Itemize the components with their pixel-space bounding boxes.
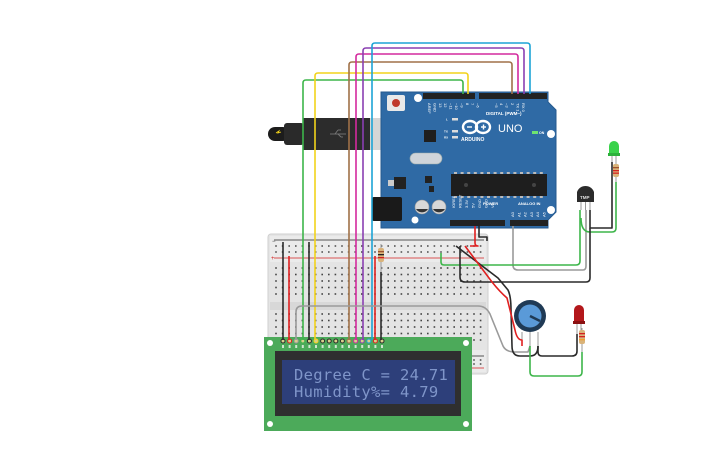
resistor-green-led[interactable] (613, 162, 619, 182)
digital-pin-label: TX 1 (515, 103, 520, 112)
power-pin-label: 5V (471, 203, 476, 208)
wire-green-led[interactable] (580, 182, 617, 233)
power-jack (372, 197, 402, 221)
sensor-label: TMP (580, 195, 590, 200)
lcd-16x2[interactable]: Degree C = 24.71 Humidity%= 4.79 (264, 337, 472, 431)
rail-plus-label: + (271, 256, 275, 262)
wire-green-pot-red-led[interactable] (529, 346, 583, 377)
red-led[interactable] (573, 305, 585, 334)
wire-magenta-d4[interactable] (355, 53, 519, 340)
digital-pin-label: 8 (465, 103, 470, 106)
power-led (532, 131, 538, 134)
digital-pin-label: GND (432, 103, 437, 112)
wire-black-sensor-gnd[interactable] (459, 228, 591, 283)
led-rx-label: RX (444, 136, 448, 140)
wire-gray-pot-lcd[interactable] (295, 305, 531, 353)
microcontroller-chip (451, 174, 547, 196)
power-pin-label: RESET (458, 194, 463, 208)
potentiometer-knob-indicator[interactable] (529, 314, 541, 323)
digital-pin-label: AREF (427, 103, 432, 114)
lcd-line-1: Degree C = 24.71 (294, 366, 448, 384)
usb-chip (424, 130, 436, 142)
crystal (409, 152, 443, 165)
digital-pin-label: ~3 (505, 103, 510, 108)
lcd-pin[interactable] (339, 338, 345, 344)
digital-pin-label: ~5 (494, 103, 499, 108)
power-header-label: POWER (483, 201, 498, 206)
analog-pin-label: A0 (510, 211, 515, 217)
lcd-pin[interactable] (320, 338, 326, 344)
power-pin-label: GND (477, 199, 482, 208)
digital-pin-label: ~10 (454, 103, 459, 111)
analog-pin-label: A5 (542, 211, 547, 217)
wires[interactable] (282, 42, 617, 377)
digital-pin-label: 2 (510, 103, 515, 106)
wire-black-gnd[interactable] (478, 226, 488, 241)
digital-pin-label: ~11 (449, 103, 454, 110)
wire-yellow-d11[interactable] (314, 72, 469, 340)
digital-pin-label: ~6 (476, 103, 481, 108)
resistor-red-led[interactable] (579, 328, 585, 352)
wire-purple-d3[interactable] (362, 47, 525, 340)
wire-cyan-d2[interactable] (371, 42, 531, 340)
wire-red-5v[interactable] (470, 226, 479, 247)
analog-pin-label: A4 (535, 211, 540, 217)
wire-gray-a0[interactable] (512, 210, 587, 271)
digital-header-left[interactable] (423, 93, 475, 99)
lcd-pin[interactable] (326, 338, 332, 344)
digital-pin-label: 7 (470, 103, 475, 106)
lcd-pin[interactable] (366, 338, 372, 344)
temperature-sensor[interactable]: TMP (577, 185, 594, 210)
lightning-icon (275, 129, 282, 134)
analog-pin-label: A2 (523, 211, 528, 217)
digital-pin-label: 13 (438, 103, 443, 108)
power-header[interactable] (450, 220, 505, 226)
analog-header-label: ANALOG IN (518, 201, 541, 206)
wire-green-d12[interactable] (302, 79, 464, 340)
potentiometer[interactable] (514, 300, 546, 346)
rail-minus-label: − (272, 239, 276, 245)
green-led[interactable] (608, 141, 620, 162)
wire-black-led[interactable] (589, 162, 613, 229)
power-pin-label: Vin (490, 202, 495, 208)
digital-header-label: DIGITAL (PWM~) (486, 111, 522, 116)
analog-pin-label: A1 (516, 211, 521, 217)
resistor-breadboard[interactable] (378, 244, 384, 272)
digital-header-right[interactable] (479, 93, 547, 99)
led-tx-label: TX (444, 130, 448, 134)
lcd-line-2: Humidity%= 4.79 (294, 383, 438, 401)
led-l-label: L (446, 118, 448, 122)
analog-header[interactable] (510, 220, 548, 226)
arduino-logo-icon (461, 119, 492, 135)
digital-pin-label: RX 0 (521, 103, 526, 113)
lcd-screen (282, 360, 455, 404)
power-pin-label: GND (484, 199, 489, 208)
digital-pin-label: 12 (443, 103, 448, 108)
wire-green-sensor-vcc[interactable] (440, 210, 581, 266)
wire-brown-d5[interactable] (348, 61, 513, 340)
on-label: ON (539, 131, 545, 135)
arduino-brand: ARDUINO (461, 137, 484, 143)
lcd-pin[interactable] (333, 338, 339, 344)
power-pin-label: IOREF (451, 195, 456, 208)
power-pin-label: 3.3V (464, 199, 469, 208)
wire-black-rail[interactable] (455, 245, 539, 357)
digital-pin-label: 4 (499, 103, 504, 106)
usb-icon (330, 129, 346, 138)
wire-red-pot[interactable] (464, 245, 523, 346)
wire-black-red-led[interactable] (537, 334, 578, 357)
analog-pin-label: A3 (529, 211, 534, 217)
arduino-model: UNO (498, 123, 523, 135)
digital-pin-label: ~9 (459, 103, 464, 108)
